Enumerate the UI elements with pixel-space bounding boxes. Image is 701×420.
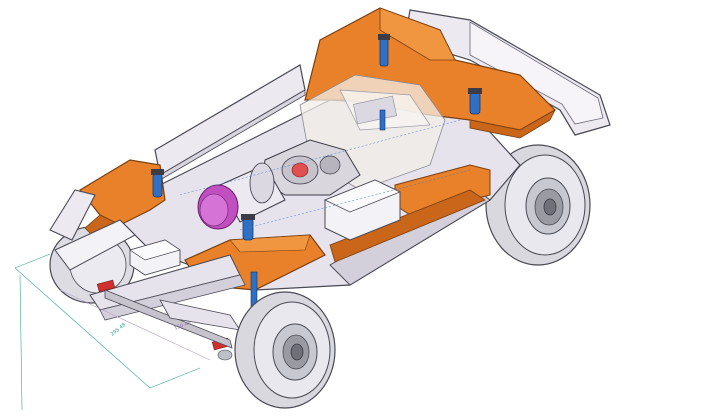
- shock-absorber-rear-right: [378, 34, 390, 67]
- motor: [197, 162, 286, 230]
- battery-box: [324, 179, 401, 241]
- shock-absorber-front-right: [241, 214, 255, 241]
- right-orange-strip: [329, 164, 491, 263]
- sketch-lines: [179, 119, 471, 231]
- shock-absorber-rear-left: [468, 88, 482, 115]
- left-side-rail: [154, 64, 306, 181]
- electronics-box: [129, 239, 181, 276]
- shock-absorber-front-left: [151, 169, 164, 198]
- gearbox-assembly: [261, 139, 361, 196]
- wheel-track-dimension-label: 295.48: [110, 322, 127, 338]
- front-axle: [104, 289, 241, 349]
- dimension-lines: [14, 253, 211, 411]
- front-right-wheel: [234, 291, 336, 409]
